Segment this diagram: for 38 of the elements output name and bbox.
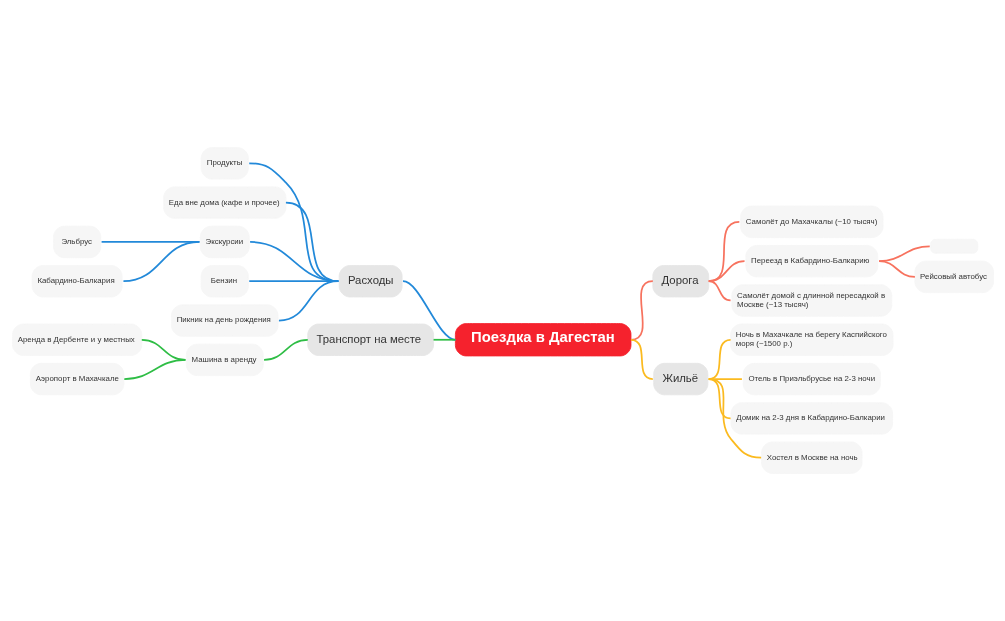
node-box: Продукты bbox=[200, 147, 249, 180]
node-box: Транспорт на месте bbox=[306, 323, 434, 356]
connector bbox=[277, 280, 339, 322]
node-box bbox=[929, 238, 978, 254]
node-box: Домик на 2-3 дня в Кабардино-Балкарии bbox=[730, 402, 893, 435]
node-box: Ночь в Махачкале на берегу Каспийского моря (~1500 р.) bbox=[729, 323, 893, 356]
node-box: Переезд в Кабардино-Балкарию bbox=[744, 245, 878, 278]
node-box: Отель в Приэльбрусье на 2-3 ночи bbox=[742, 362, 881, 396]
node-box: Хостел в Москве на ночь bbox=[760, 441, 862, 474]
node-box: Эльбрус bbox=[52, 225, 101, 259]
node-box: Кабардино-Балкария bbox=[31, 265, 123, 298]
node-box: Бензин bbox=[200, 265, 249, 298]
connector bbox=[122, 359, 186, 380]
connector bbox=[262, 338, 309, 361]
connector bbox=[247, 280, 339, 283]
connector bbox=[707, 280, 731, 302]
connector bbox=[877, 260, 916, 278]
node-box: Жильё bbox=[652, 362, 708, 396]
node-box: Пикник на день рождения bbox=[170, 304, 278, 337]
node-box: Машина в аренду bbox=[185, 343, 264, 376]
connector bbox=[629, 338, 654, 380]
connector bbox=[122, 241, 200, 283]
node-box: Дорога bbox=[651, 265, 709, 298]
connector bbox=[707, 260, 745, 283]
node-box: Аэропорт в Махачкале bbox=[29, 362, 124, 396]
node-box: Экскурсии bbox=[199, 225, 250, 259]
node-box: Расходы bbox=[338, 265, 403, 298]
node-box: Самолёт до Махачкалы (~10 тысяч) bbox=[739, 205, 883, 238]
node-box: Самолёт домой с длинной пересадкой в Москве (~13 тысяч) bbox=[730, 284, 892, 317]
node-box: Рейсовый автобус bbox=[913, 260, 994, 294]
node-box: Поездка в Дагестан bbox=[454, 323, 631, 357]
connector bbox=[707, 378, 762, 459]
connector bbox=[247, 162, 339, 283]
node-box: Еда вне дома (кафе и прочее) bbox=[162, 186, 286, 219]
connector bbox=[401, 280, 456, 341]
connector bbox=[432, 338, 456, 341]
node-box: Аренда в Дербенте и у местных bbox=[11, 323, 142, 356]
connector bbox=[248, 241, 339, 283]
